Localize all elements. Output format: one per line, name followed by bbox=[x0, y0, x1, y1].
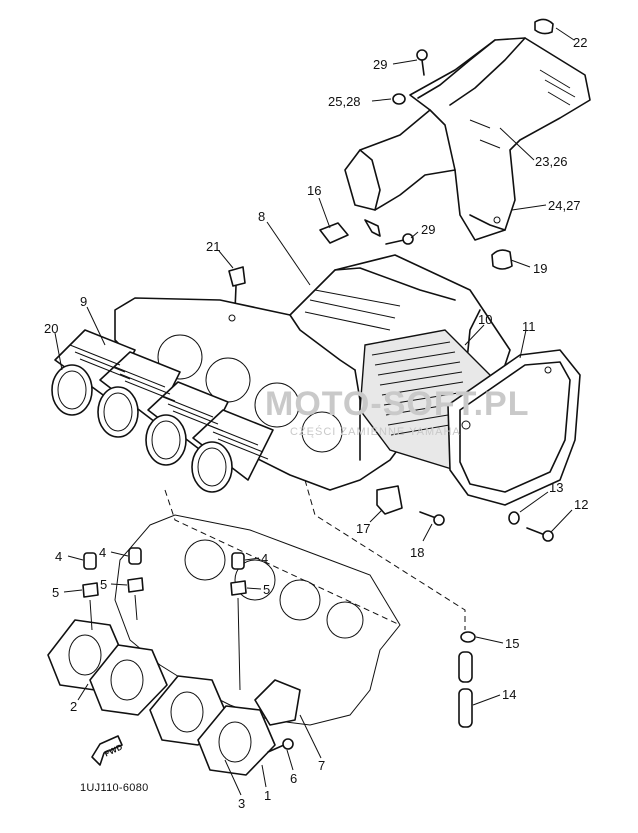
watermark-sub: CZĘŚCI ZAMIENNE YAMAHA bbox=[290, 426, 461, 438]
callout-14: 14 bbox=[502, 687, 517, 702]
callout-4-right: 4 bbox=[261, 551, 269, 566]
drawing-code: 1UJ110-6080 bbox=[80, 782, 149, 794]
bracket-17 bbox=[376, 485, 403, 515]
callout-6: 6 bbox=[290, 771, 298, 786]
callout-22: 22 bbox=[573, 35, 588, 50]
bolt-18 bbox=[419, 511, 445, 526]
clips-5 bbox=[82, 577, 247, 598]
callout-5-right: 5 bbox=[263, 582, 271, 597]
callout-25-28: 25,28 bbox=[328, 94, 361, 109]
air-cleaner-cover-11 bbox=[447, 349, 581, 506]
grommet-19 bbox=[491, 249, 513, 270]
clamps-20 bbox=[51, 364, 233, 493]
callout-3: 3 bbox=[238, 796, 246, 811]
callout-29-mid: 29 bbox=[421, 222, 436, 237]
callout-5-mid: 5 bbox=[100, 577, 108, 592]
callout-18: 18 bbox=[410, 545, 425, 560]
callout-20: 20 bbox=[44, 321, 59, 336]
callout-1: 1 bbox=[264, 788, 272, 803]
callout-9: 9 bbox=[80, 294, 88, 309]
callout-19: 19 bbox=[533, 261, 548, 276]
carburetor-joints-9 bbox=[54, 329, 274, 481]
callout-23-26: 23,26 bbox=[535, 154, 568, 169]
pipe-14 bbox=[458, 651, 473, 728]
callout-21: 21 bbox=[206, 239, 221, 254]
engine-outline bbox=[114, 514, 401, 726]
callout-12: 12 bbox=[574, 497, 589, 512]
air-duct-cover bbox=[344, 37, 591, 241]
callout-4-mid: 4 bbox=[99, 545, 107, 560]
intake-manifolds bbox=[47, 619, 301, 776]
dashed-leader-b bbox=[164, 489, 401, 626]
callout-13: 13 bbox=[549, 480, 564, 495]
callout-leader-lines bbox=[54, 27, 575, 796]
callout-10: 10 bbox=[478, 312, 493, 327]
caps-4 bbox=[83, 547, 245, 570]
damper-16 bbox=[319, 222, 349, 244]
callout-8: 8 bbox=[258, 209, 266, 224]
callout-7: 7 bbox=[318, 758, 326, 773]
callout-4-left: 4 bbox=[55, 549, 63, 564]
dashed-leader-a bbox=[304, 479, 466, 630]
callout-2: 2 bbox=[70, 699, 78, 714]
screw-29-mid bbox=[385, 233, 414, 245]
collar-25-28 bbox=[392, 93, 406, 105]
callout-24-27: 24,27 bbox=[548, 198, 581, 213]
callout-16: 16 bbox=[307, 183, 322, 198]
callout-5-left: 5 bbox=[52, 585, 60, 600]
washer-13 bbox=[508, 511, 520, 525]
forward-arrow bbox=[91, 735, 123, 766]
screw-12 bbox=[526, 527, 554, 542]
screw-6 bbox=[267, 738, 294, 753]
grommet-22 bbox=[534, 18, 554, 35]
watermark-main: MOTO-SOFT.PL bbox=[265, 385, 530, 423]
clip-15 bbox=[460, 631, 476, 643]
callout-15: 15 bbox=[505, 636, 520, 651]
screw-29-top bbox=[416, 49, 428, 76]
callout-11: 11 bbox=[522, 319, 536, 334]
callout-17: 17 bbox=[356, 521, 371, 536]
vacuum-lines bbox=[89, 594, 241, 691]
callout-29-top: 29 bbox=[373, 57, 388, 72]
